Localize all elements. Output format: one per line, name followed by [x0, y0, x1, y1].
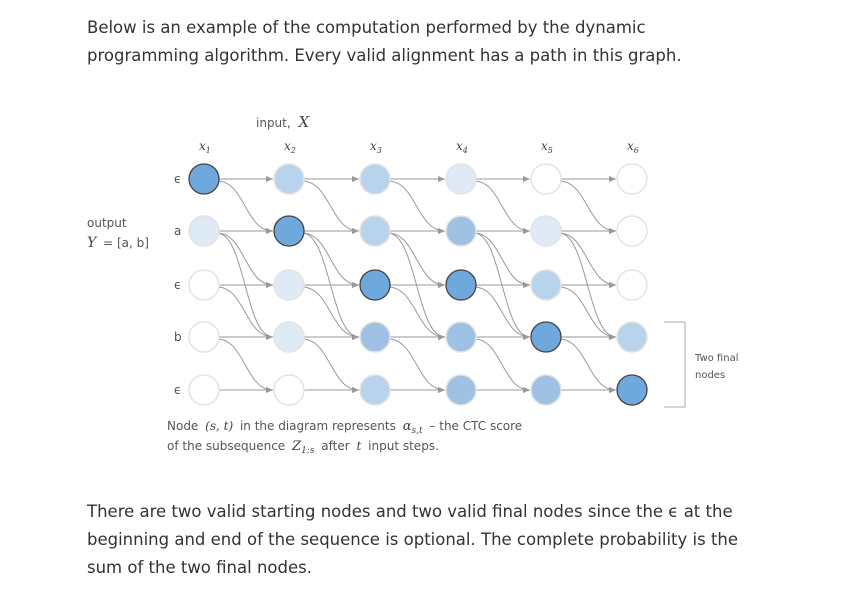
output-sequence: Y = [a, b] [87, 235, 149, 251]
node-2-0 [188, 269, 220, 301]
edge-next-1-0 [216, 232, 274, 288]
caption-line-2: of the subsequence Z1:s after t input st… [167, 439, 439, 456]
node-1-1 [273, 215, 305, 247]
node-2-2 [359, 269, 391, 301]
final-nodes-label-2: nodes [695, 370, 725, 381]
row-label-1: a [174, 224, 181, 238]
node-3-3 [445, 321, 477, 353]
row-labels: ϵ a ϵ b ϵ [174, 172, 182, 397]
column-label-x2: x2 [284, 139, 296, 155]
node-4-2 [359, 374, 391, 406]
node-4-3 [445, 374, 477, 406]
row-label-3: b [174, 330, 182, 344]
node-0-1 [273, 163, 305, 195]
edge-next-3-3 [473, 338, 531, 393]
node-0-2 [359, 163, 391, 195]
intro-paragraph: Below is an example of the computation p… [87, 18, 682, 65]
edge-next-0-4 [558, 180, 617, 234]
node-3-1 [273, 321, 305, 353]
edge-next-3-2 [387, 338, 446, 393]
edge-next-2-2 [387, 286, 446, 340]
caption-line-1: Node (s, t) in the diagram represents αs… [167, 419, 522, 436]
node-3-5 [616, 321, 648, 353]
row-label-0: ϵ [174, 172, 181, 186]
node-0-3 [445, 163, 477, 195]
edge-next-2-3 [473, 286, 531, 340]
transition-edges [216, 176, 617, 393]
edge-next-0-2 [387, 180, 446, 234]
node-0-0 [188, 163, 220, 195]
node-2-3 [445, 269, 477, 301]
row-label-4: ϵ [174, 383, 181, 397]
column-labels: x1 x2 x3 x4 x5 x6 [199, 139, 639, 155]
edge-next-0-1 [301, 180, 360, 234]
edge-next-3-0 [216, 338, 274, 393]
node-3-0 [188, 321, 220, 353]
node-4-5 [616, 374, 648, 406]
node-4-4 [530, 374, 562, 406]
edge-next-1-4 [558, 232, 617, 288]
edge-next-0-3 [473, 180, 531, 234]
node-1-2 [359, 215, 391, 247]
final-nodes-bracket [664, 321, 686, 408]
node-3-4 [530, 321, 562, 353]
edge-next-2-0 [216, 286, 274, 340]
output-label: output [87, 216, 127, 230]
column-label-x4: x4 [456, 139, 468, 155]
column-label-x1: x1 [199, 139, 211, 155]
node-1-3 [445, 215, 477, 247]
final-nodes-label-1: Two final [694, 353, 738, 364]
outro-paragraph: There are two valid starting nodes and t… [87, 502, 739, 577]
edge-next-1-2 [387, 232, 446, 288]
node-4-0 [188, 374, 220, 406]
node-2-1 [273, 269, 305, 301]
node-3-2 [359, 321, 391, 353]
edge-next-2-1 [301, 286, 360, 340]
node-2-4 [530, 269, 562, 301]
node-1-0 [188, 215, 220, 247]
edge-next-3-4 [558, 338, 617, 393]
edge-next-3-1 [301, 338, 360, 393]
row-label-2: ϵ [174, 278, 181, 292]
column-label-x3: x3 [370, 139, 382, 155]
edge-next-0-0 [216, 180, 274, 234]
edge-next-1-3 [473, 232, 531, 288]
column-label-x6: x6 [627, 139, 639, 155]
column-label-x5: x5 [541, 139, 553, 155]
input-label: input, X [256, 113, 311, 131]
node-4-1 [273, 374, 305, 406]
node-0-5 [616, 163, 648, 195]
node-0-4 [530, 163, 562, 195]
node-1-5 [616, 215, 648, 247]
edge-next-2-4 [558, 286, 617, 340]
node-2-5 [616, 269, 648, 301]
edge-next-1-1 [301, 232, 360, 288]
node-1-4 [530, 215, 562, 247]
lattice-nodes [188, 163, 648, 406]
